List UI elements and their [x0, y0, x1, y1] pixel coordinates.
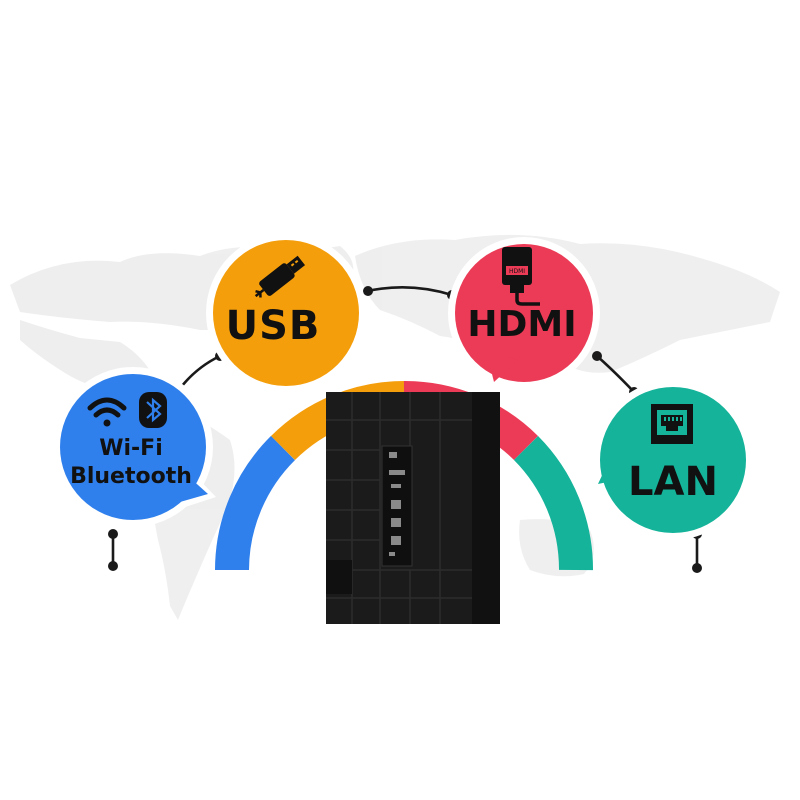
usb-label: USB: [225, 303, 321, 349]
bluetooth-icon: [139, 392, 167, 428]
hdmi-cable-icon: HDMI: [502, 247, 540, 306]
hdmi-bubble: HDMI: [448, 237, 600, 389]
lan-bubble: [590, 380, 753, 540]
hdmi-plug-text: HDMI: [509, 268, 525, 275]
wifi-label: Wi-Fi: [99, 436, 163, 461]
tv-back-panel: [326, 392, 500, 624]
hdmi-label: HDMI: [467, 304, 577, 345]
wifi-bluetooth-bubble: [53, 367, 216, 527]
tv-ports: [389, 452, 405, 556]
bluetooth-label: Bluetooth: [70, 464, 192, 489]
ethernet-port-icon: [651, 404, 693, 444]
wifi-icon: [87, 397, 127, 427]
lan-label: LAN: [628, 459, 718, 505]
usb-bubble: [206, 233, 366, 393]
usb-drive-icon: [254, 255, 306, 298]
